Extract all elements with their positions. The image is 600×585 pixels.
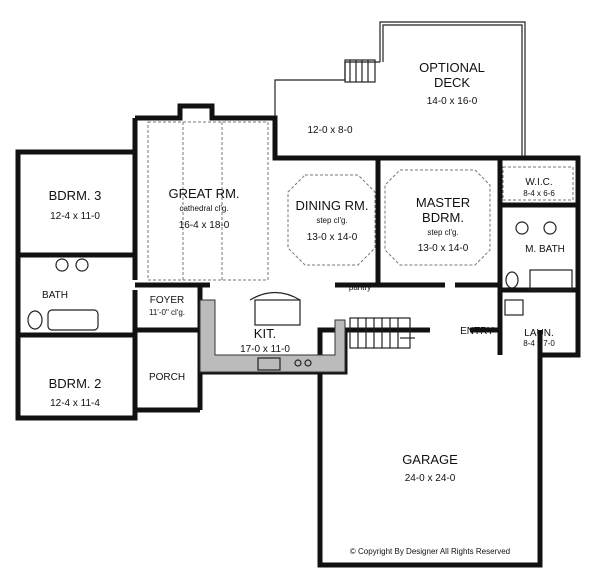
deck-label-2: DECK: [434, 75, 470, 90]
great-room-note: cathedral cl'g.: [179, 204, 228, 213]
garage-stairs: [349, 317, 415, 349]
entry-label: ENTRY: [460, 326, 494, 337]
garage-label: GARAGE: [402, 452, 458, 467]
laundry-label: LAUN.: [524, 328, 553, 339]
porch-label: PORCH: [149, 372, 185, 383]
wic-label: W.I.C.: [525, 177, 552, 188]
kitchen-counters: [199, 291, 346, 373]
wic-size: 8-4 x 6-6: [523, 189, 555, 198]
bdrm3-size: 12-4 x 11-0: [50, 211, 100, 222]
great-room-size: 16-4 x 18-0: [179, 220, 230, 231]
foyer-note: 11'-0" cl'g.: [149, 308, 185, 317]
laundry-size: 8-4 x 7-0: [523, 339, 555, 348]
master-size: 13-0 x 14-0: [418, 243, 469, 254]
deck-label: OPTIONAL: [419, 60, 485, 75]
bath-label: BATH: [42, 290, 68, 301]
dining-room-size: 13-0 x 14-0: [307, 232, 358, 243]
bdrm2-size: 12-4 x 11-4: [50, 398, 100, 409]
dining-room-label: DINING RM.: [296, 198, 369, 213]
copyright-text: © Copyright By Designer All Rights Reser…: [350, 547, 510, 556]
garage-size: 24-0 x 24-0: [405, 473, 456, 484]
pantry-label: pantry: [349, 283, 371, 292]
foyer-label: FOYER: [150, 295, 184, 306]
deck-stairs: [344, 59, 376, 83]
kitchen-size: 17-0 x 11-0: [240, 344, 290, 355]
mbath-label: M. BATH: [525, 244, 565, 255]
kitchen-label: KIT.: [254, 326, 276, 341]
bdrm2-label: BDRM. 2: [49, 376, 102, 391]
master-label-2: BDRM.: [422, 210, 464, 225]
patio-size: 12-0 x 8-0: [307, 125, 352, 136]
dining-room-note: step cl'g.: [316, 216, 347, 225]
optional-deck: [274, 21, 526, 158]
master-label: MASTER: [416, 195, 470, 210]
walls: [15, 103, 581, 568]
master-note: step cl'g.: [427, 228, 458, 237]
bdrm3-label: BDRM. 3: [49, 188, 102, 203]
deck-size: 14-0 x 16-0: [427, 96, 478, 107]
great-room-label: GREAT RM.: [168, 186, 239, 201]
